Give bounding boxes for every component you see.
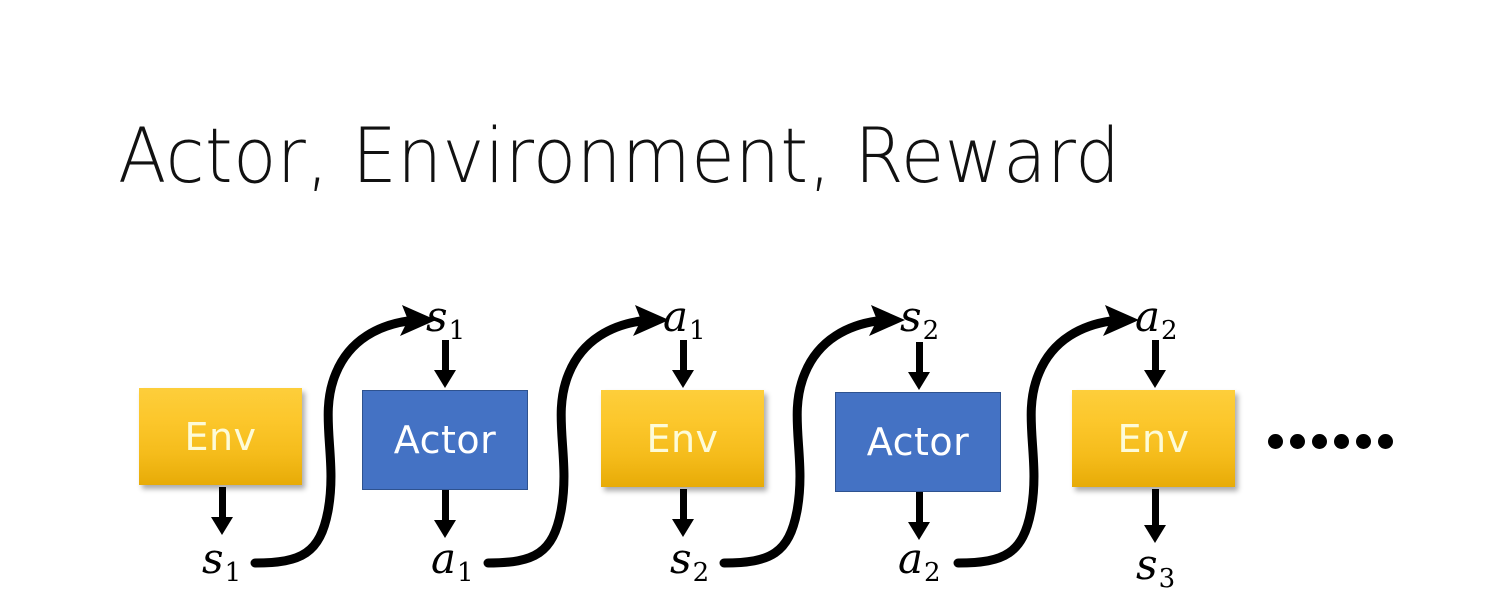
ellipsis-continuation <box>1268 434 1393 449</box>
ellipsis-dot <box>1378 434 1393 449</box>
arrow-shaft <box>679 489 687 521</box>
arrow-down-out-actor-1 <box>434 490 456 538</box>
ellipsis-dot <box>1268 434 1283 449</box>
symbol: a <box>663 292 689 341</box>
node-env-3[interactable]: Env <box>1072 390 1235 487</box>
arrow-down-into-actor-2 <box>908 342 930 390</box>
subscript: 1 <box>689 315 706 346</box>
node-actor-2[interactable]: Actor <box>835 392 1001 492</box>
page-title: Actor, Environment, Reward <box>118 111 1121 200</box>
subscript: 3 <box>1158 563 1176 594</box>
node-env-2[interactable]: Env <box>601 390 764 487</box>
connector-curve-4 <box>953 305 1139 568</box>
ellipsis-dot <box>1312 434 1327 449</box>
subscript: 1 <box>448 315 466 346</box>
subscript: 2 <box>1161 315 1178 346</box>
ellipsis-dot <box>1290 434 1305 449</box>
node-label: Env <box>646 416 719 461</box>
arrow-shaft <box>441 490 449 522</box>
symbol: s <box>670 534 692 583</box>
arrow-head <box>672 519 694 537</box>
arrow-down-into-env-3 <box>1144 340 1166 388</box>
label-top-s2: s2 <box>900 296 939 344</box>
arrow-head <box>434 370 456 388</box>
node-label: Actor <box>393 418 497 462</box>
arrow-shaft <box>679 340 687 372</box>
subscript: 1 <box>457 557 474 588</box>
symbol: s <box>1136 540 1158 589</box>
arrow-down-into-actor-1 <box>434 340 456 388</box>
label-bottom-s1: s1 <box>202 538 241 586</box>
arrow-down-out-env-3 <box>1144 489 1166 543</box>
symbol: s <box>202 534 224 583</box>
arrow-head <box>908 522 930 540</box>
symbol: s <box>900 292 922 341</box>
node-env-1[interactable]: Env <box>139 388 302 485</box>
symbol: a <box>1135 292 1161 341</box>
label-bottom-s2: s2 <box>670 538 709 586</box>
subscript: 1 <box>224 557 242 588</box>
ellipsis-dot <box>1356 434 1371 449</box>
arrow-shaft <box>1151 340 1159 372</box>
node-label: Env <box>184 414 257 459</box>
arrow-shaft <box>915 492 923 524</box>
arrow-down-out-actor-2 <box>908 492 930 540</box>
arrow-head <box>1144 370 1166 388</box>
symbol: a <box>898 534 924 583</box>
subscript: 2 <box>692 557 710 588</box>
node-actor-1[interactable]: Actor <box>362 390 528 490</box>
node-label: Actor <box>866 420 970 464</box>
arrow-shaft <box>915 342 923 374</box>
label-bottom-s3: s3 <box>1136 544 1175 592</box>
symbol: a <box>431 534 457 583</box>
arrow-head <box>672 370 694 388</box>
node-label: Env <box>1117 416 1190 461</box>
arrow-head <box>211 517 233 535</box>
ellipsis-dot <box>1334 434 1349 449</box>
connector-curve-3 <box>719 305 905 568</box>
connector-curve-1 <box>250 305 436 568</box>
arrow-shaft <box>1151 489 1159 527</box>
arrow-head <box>908 372 930 390</box>
arrow-down-out-env-1 <box>211 487 233 535</box>
subscript: 2 <box>924 557 941 588</box>
label-top-a2: a2 <box>1135 296 1178 344</box>
label-bottom-a2: a2 <box>898 538 941 586</box>
label-top-a1: a1 <box>663 296 706 344</box>
label-bottom-a1: a1 <box>431 538 474 586</box>
connector-curve-2 <box>483 305 669 568</box>
subscript: 2 <box>922 315 940 346</box>
arrow-head <box>434 520 456 538</box>
arrow-down-into-env-2 <box>672 340 694 388</box>
arrow-head <box>1144 525 1166 543</box>
arrow-down-out-env-2 <box>672 489 694 537</box>
symbol: s <box>426 292 448 341</box>
label-top-s1: s1 <box>426 296 465 344</box>
arrow-shaft <box>441 340 449 372</box>
arrow-shaft <box>218 487 226 519</box>
